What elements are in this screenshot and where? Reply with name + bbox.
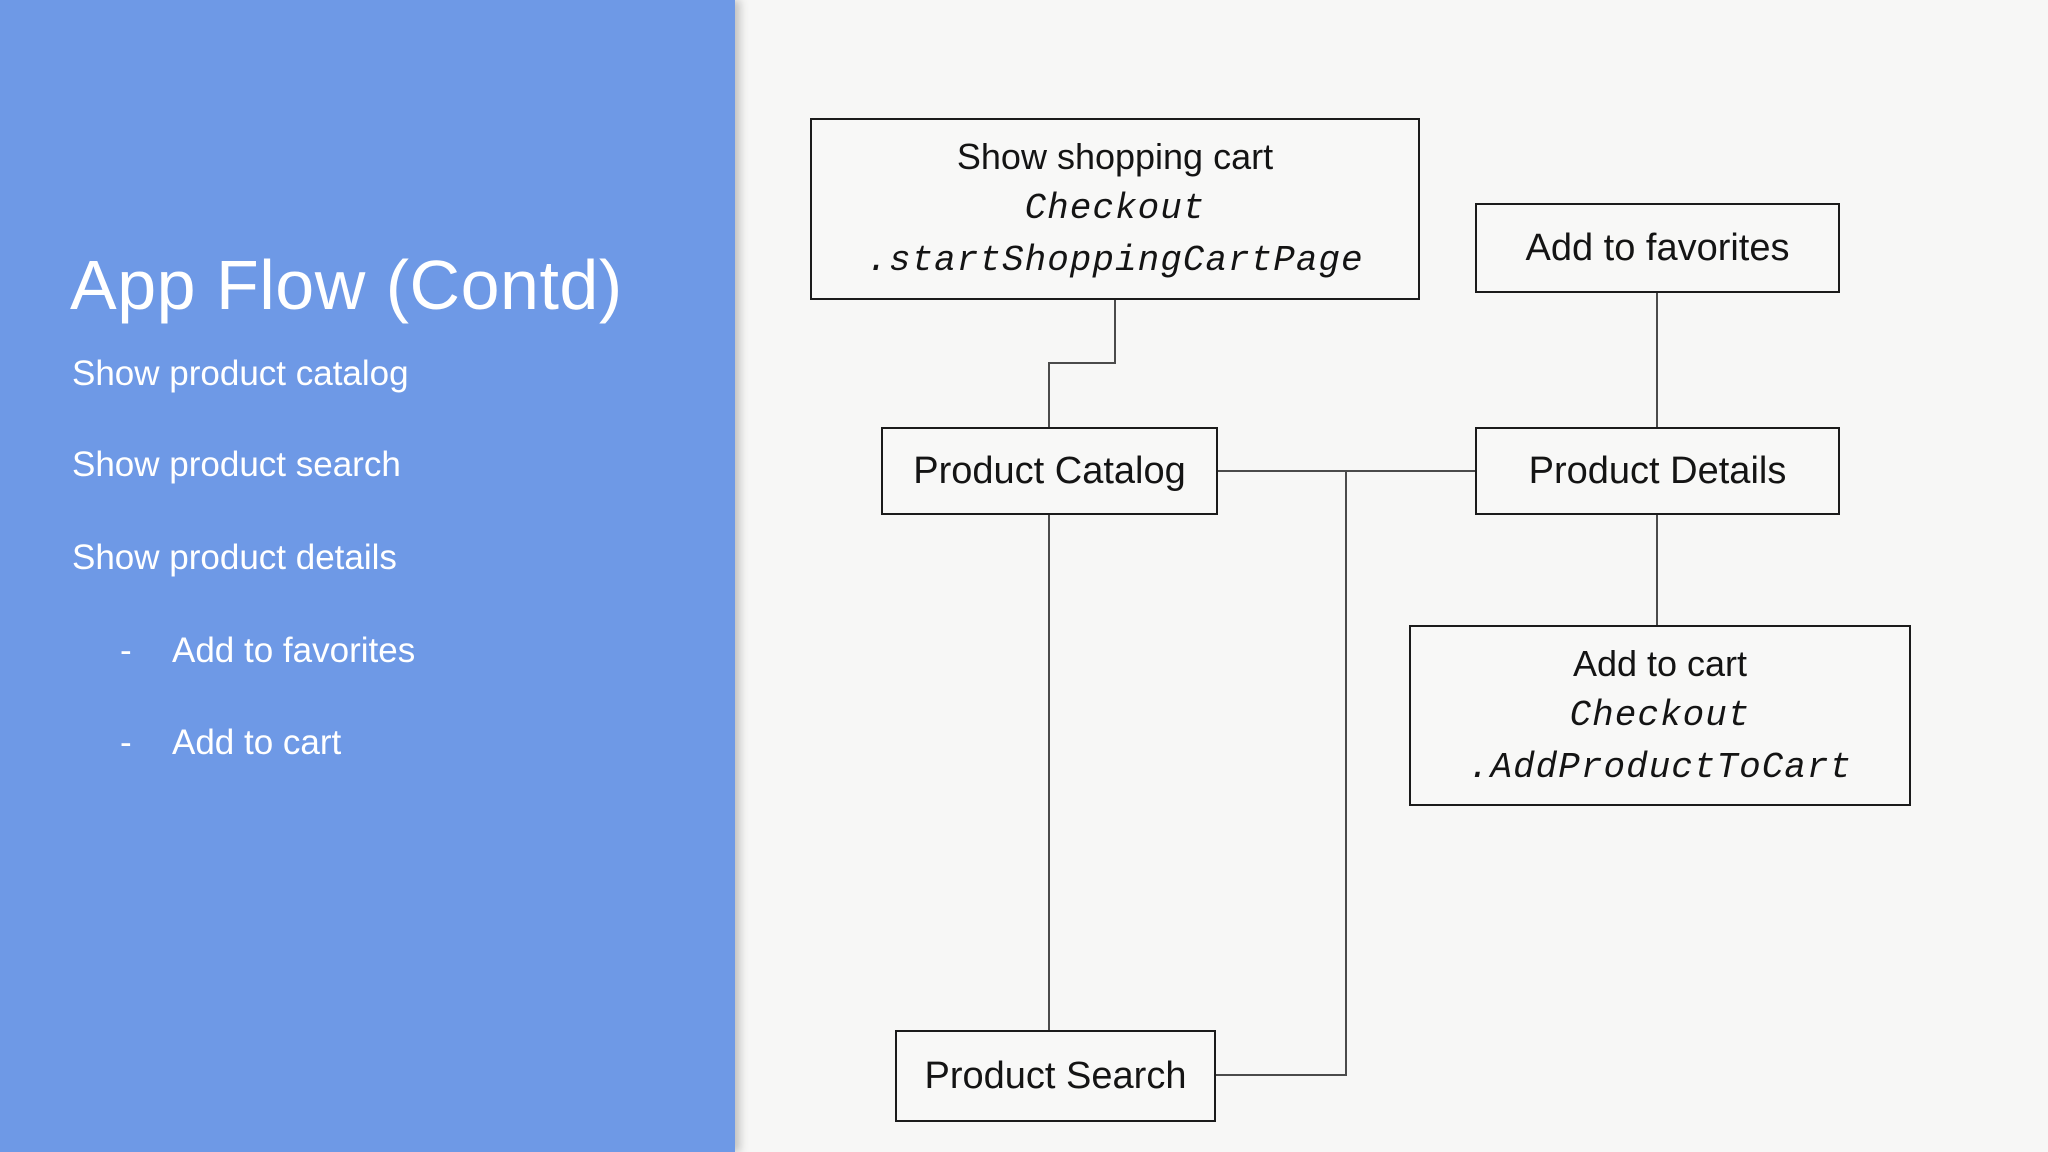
node-title: Product Details [1528,450,1787,492]
list-item-label: Show product search [72,445,401,484]
node-code-class: Checkout [1024,188,1206,229]
connector-details-addtocart [1656,513,1658,627]
list-item-label: Show product details [72,538,397,577]
connector-favorites-details [1656,292,1658,429]
node-add-to-cart: Add to cart Checkout .AddProductToCart [1409,625,1911,806]
node-code-method: .AddProductToCart [1467,746,1853,788]
list-item-label: Add to favorites [172,631,416,670]
list-item-label: Show product catalog [72,354,409,393]
node-show-shopping-cart: Show shopping cart Checkout .startShoppi… [810,118,1420,300]
connector-shoppingcart-catalog-segment [1048,362,1116,364]
node-title: Add to cart [1572,642,1748,684]
dash-bullet: - [120,631,132,670]
list-item-show-product-details: Show product details [72,538,397,578]
node-code-class: Checkout [1569,694,1751,736]
list-item-label: Add to cart [172,723,342,762]
list-item-show-product-catalog: Show product catalog [72,354,409,394]
node-add-to-favorites: Add to favorites [1475,203,1840,293]
connector-junction-search-segment [1214,1074,1347,1076]
connector-catalog-search [1048,513,1050,1032]
node-product-search: Product Search [895,1030,1216,1122]
slide-title: App Flow (Contd) [70,245,623,324]
list-item-add-to-cart: - Add to cart [120,723,341,763]
dash-bullet: - [120,723,132,762]
node-title: Product Catalog [913,450,1186,492]
list-item-show-product-search: Show product search [72,445,401,485]
node-title: Product Search [924,1055,1187,1097]
node-title: Show shopping cart [956,136,1274,177]
connector-shoppingcart-catalog-segment [1114,298,1116,364]
left-panel: App Flow (Contd) Show product catalog Sh… [0,0,735,1152]
node-product-catalog: Product Catalog [881,427,1218,515]
node-title: Add to favorites [1525,227,1790,269]
list-item-add-to-favorites: - Add to favorites [120,631,415,671]
connector-junction-search-segment [1345,470,1347,1076]
node-code-method: .startShoppingCartPage [866,240,1364,281]
node-product-details: Product Details [1475,427,1840,515]
connector-shoppingcart-catalog-segment [1048,362,1050,429]
